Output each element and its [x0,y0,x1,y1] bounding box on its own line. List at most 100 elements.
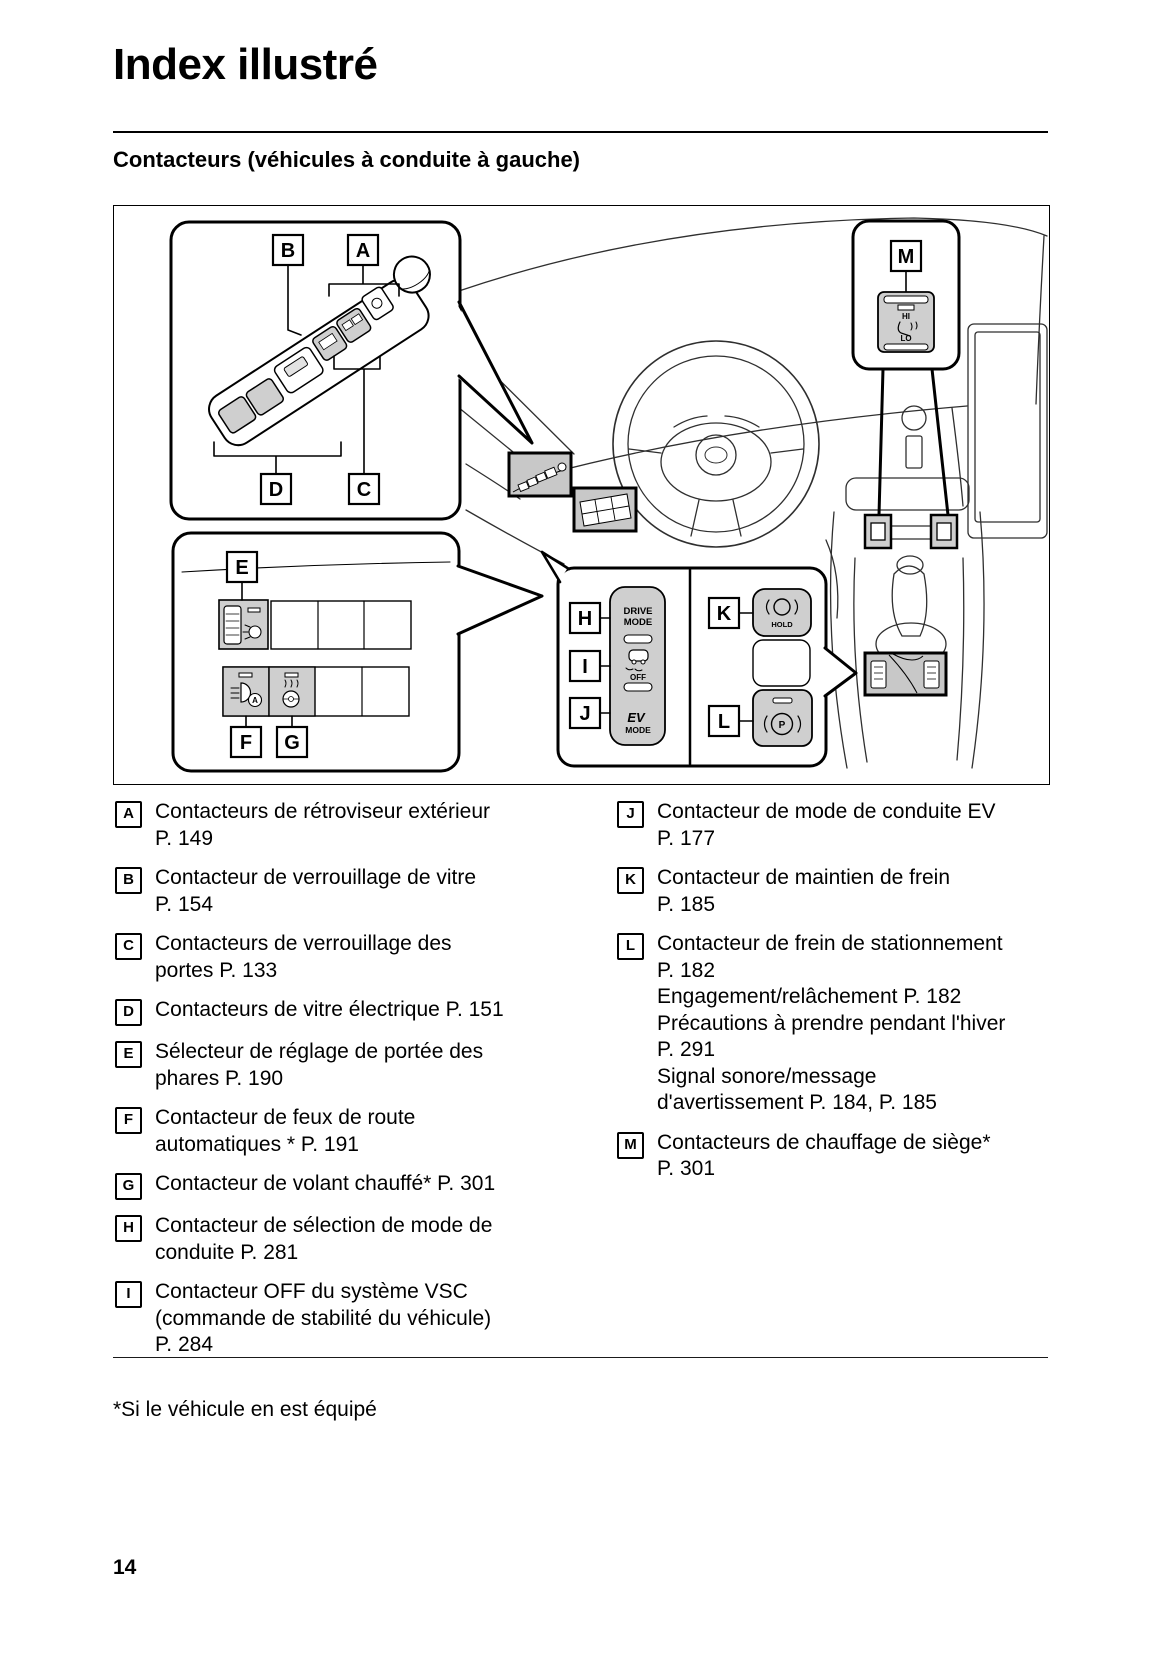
callout-letter-I: I [568,649,602,683]
legend-line: Contacteurs de rétroviseur extérieur [155,800,490,823]
legend-line: P. 154 [155,892,214,916]
legend-marker-C: C [115,933,142,960]
svg-text:B: B [281,240,295,262]
svg-text:EV: EV [627,710,646,725]
legend-line: automatiques * P. 191 [155,1132,359,1156]
legend-marker-G: G [115,1173,142,1200]
legend-marker-B: B [115,867,142,894]
title-rule [113,131,1048,133]
seat-heater-callout: HI LO M [851,219,961,371]
callout-letter-E: E [225,550,259,584]
brake-hold-icon: HOLD [752,588,812,637]
legend-text: Contacteurs de chauffage de siège*P. 301 [657,1130,991,1183]
console-switches-location-inset [863,651,948,697]
legend-text: Contacteurs de rétroviseur extérieur P. 1… [155,799,490,852]
svg-text:D: D [269,479,283,501]
legend-line: phares P. 190 [155,1066,284,1090]
legend-line: Contacteur de frein de stationnement [657,932,1003,955]
legend-item-A: A Contacteurs de rétroviseur extérieur P. … [115,799,593,852]
legend-line: Contacteur de maintien de frein [657,866,951,889]
headlight-leveling-icon [218,599,269,650]
seat-heater-location-squares [863,368,959,550]
legend-text: Contacteur de feux de route automatiques … [155,1105,415,1158]
dashboard-line-art [375,217,1048,769]
legend-marker-I: I [115,1281,142,1308]
legend-line: Contacteurs de verrouillage des [155,932,452,955]
legend-line: d'avertissement P. 184, P. 185 [657,1091,937,1114]
callout-letter-D: D [259,472,293,506]
legend-line: P. 185 [657,892,716,916]
legend-col-left: A Contacteurs de rétroviseur extérieur P. … [115,799,593,1372]
legend-marker-A: A [115,801,142,828]
legend-line: Contacteur de mode de conduite EV [657,800,996,823]
legend-marker-J: J [617,801,644,828]
callout-letter-A: A [346,233,380,267]
legend-line: Contacteurs de vitre électrique P. 151 [155,998,504,1021]
callout-letter-H: H [568,601,602,635]
legend-col-right: J Contacteur de mode de conduite EV P. 177… [617,799,1062,1196]
svg-text:A: A [356,240,370,262]
legend-line: conduite P. 281 [155,1240,299,1264]
figure-frame: B A D C [113,205,1050,785]
legend-line: P. 177 [657,826,716,850]
mirror-knob-icon [392,255,431,294]
svg-text:H: H [578,608,592,630]
legend-line: P. 149 [155,826,214,850]
legend-item-M: M Contacteurs de chauffage de siège*P. 30… [617,1130,1062,1183]
legend-text: Contacteurs de vitre électrique P. 151 [155,997,504,1026]
callout-letter-L: L [707,704,741,738]
legend-line: Précautions à prendre pendant l'hiver [657,1011,1006,1035]
legend-line: Contacteur de volant chauffé* P. 301 [155,1172,496,1195]
legend-text: Contacteur de verrouillage de vitre P. 15… [155,865,476,918]
svg-text:MODE: MODE [624,617,653,628]
parking-brake-icon: P [752,689,813,747]
svg-text:P: P [779,720,786,731]
auto-high-beam-icon: A [230,672,263,708]
heated-steering-wheel-icon [282,672,300,708]
legend-marker-M: M [617,1131,644,1159]
legend-line: Signal sonore/message [657,1064,877,1088]
callout-letter-F: F [229,725,263,759]
legend-item-G: G Contacteur de volant chauffé* P. 301 [115,1171,593,1200]
legend-text: Contacteur de maintien de frein P. 185 [657,865,950,918]
svg-text:K: K [717,603,732,625]
legend-marker-H: H [115,1215,142,1242]
lower-dash-panel-location-inset [572,486,638,533]
legend-line: Contacteurs de chauffage de siège* [657,1130,991,1154]
legend-line: P. 182 [657,958,716,982]
svg-text:HI: HI [902,312,910,321]
legend-line: Sélecteur de réglage de portée des [155,1040,484,1063]
legend-line: Contacteur de feux de route [155,1106,416,1129]
svg-text:C: C [357,479,371,501]
callout-letter-C: C [347,472,381,506]
svg-text:MODE: MODE [625,725,651,735]
svg-text:L: L [718,711,730,733]
door-switch-panel-callout: B A D C [169,220,534,521]
legend-text: Contacteur OFF du système VSC(commande d… [155,1279,491,1359]
footnote-rule [113,1357,1048,1359]
door-panel-location-inset [507,451,573,498]
svg-text:A: A [252,696,258,705]
svg-text:DRIVE: DRIVE [623,606,652,617]
headlight-panel-callout: A E F G [171,531,544,773]
svg-text:E: E [235,557,248,579]
page-title: Index illustré [113,40,378,89]
footnote: *Si le véhicule en est équipé [113,1398,377,1421]
legend-marker-K: K [617,867,644,894]
svg-text:J: J [579,703,590,725]
legend-text: Contacteur de frein de stationnement P. 1… [657,931,1005,1117]
page-number: 14 [113,1556,137,1579]
svg-text:HOLD: HOLD [771,620,793,629]
svg-text:F: F [240,732,252,754]
legend-line: Contacteur OFF du système VSC [155,1280,468,1303]
center-switches-callout: DRIVE MODE OFF EV MODE HOLD P [540,550,858,768]
legend-text: Contacteur de mode de conduite EV P. 177 [657,799,996,852]
callout-letter-J: J [568,696,602,730]
svg-text:OFF: OFF [630,673,646,682]
legend-line: Contacteur de verrouillage de vitre [155,866,477,889]
legend-item-J: J Contacteur de mode de conduite EV P. 177 [617,799,1062,852]
steering-wheel [612,340,820,548]
